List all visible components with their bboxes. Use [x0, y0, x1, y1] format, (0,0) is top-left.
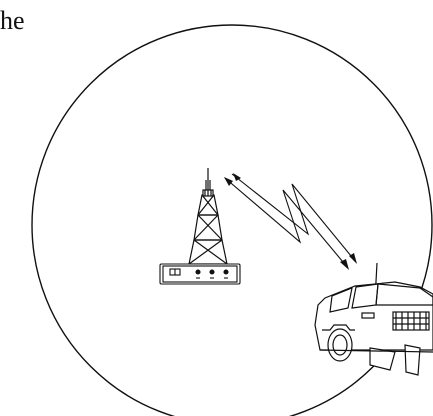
pickup-truck-icon	[315, 263, 433, 375]
radio-tower-icon	[189, 168, 227, 264]
zigzag-radio-link-icon	[225, 174, 356, 268]
base-station-icon	[160, 264, 240, 284]
